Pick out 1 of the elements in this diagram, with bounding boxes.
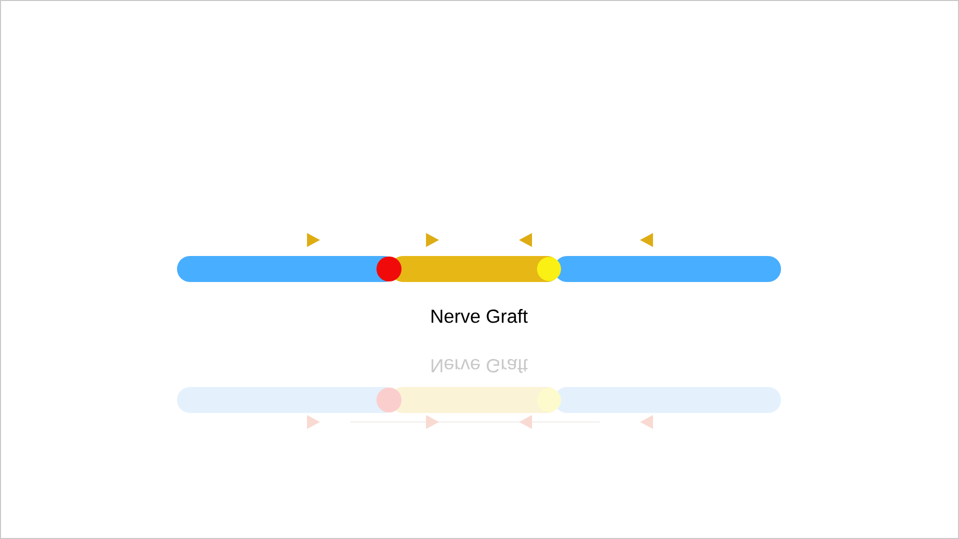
label-text: Nerve Graft (432, 309, 528, 323)
